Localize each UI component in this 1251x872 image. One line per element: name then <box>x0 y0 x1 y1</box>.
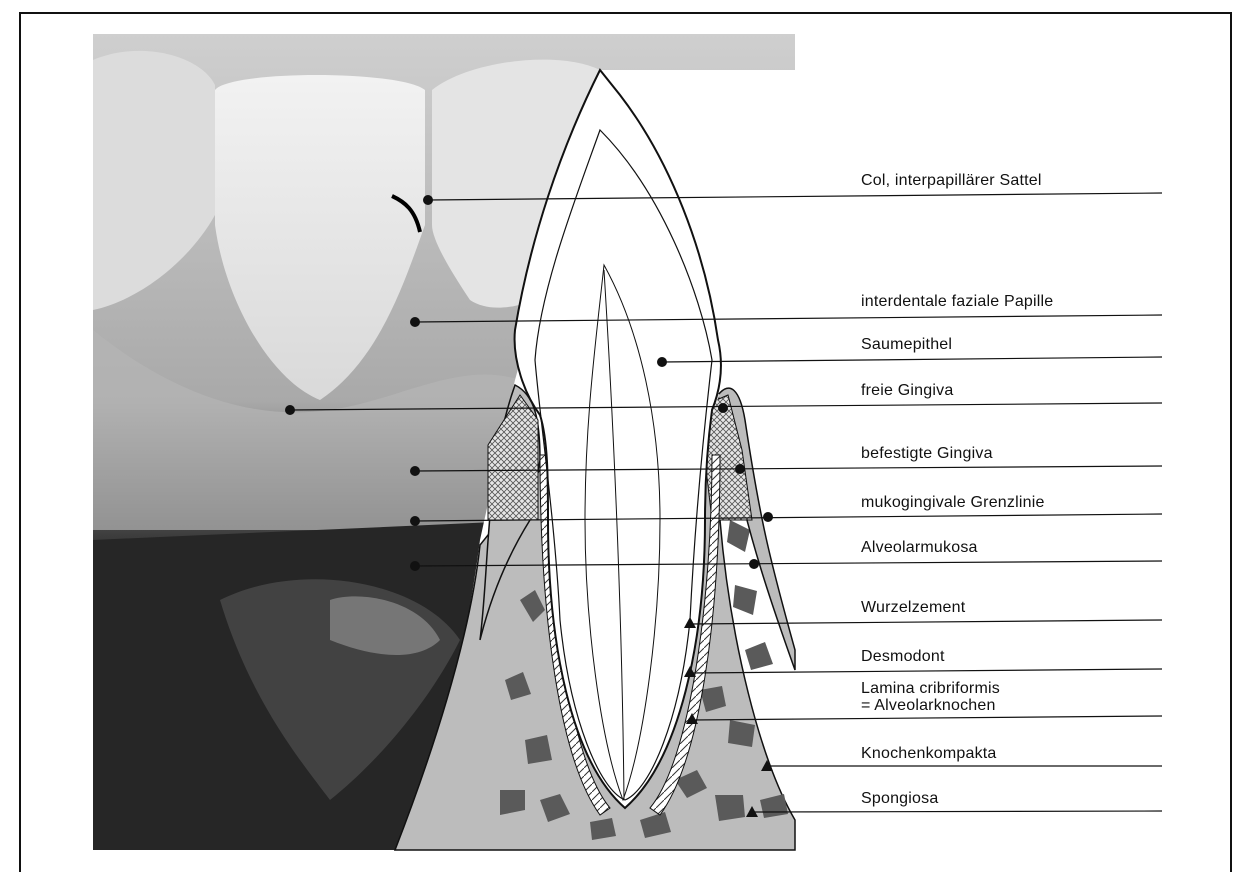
label-lamina-cribriformis: Lamina cribriformis <box>861 680 1000 698</box>
marker-alveolarmukosa <box>410 561 420 571</box>
label-knochenkompakta: Knochenkompakta <box>861 745 997 763</box>
label-mukogingivale-grenzlinie: mukogingivale Grenzlinie <box>861 494 1045 512</box>
marker-mukogingival <box>410 516 420 526</box>
label-col: Col, interpapillärer Sattel <box>861 172 1042 190</box>
marker-papille <box>410 317 420 327</box>
marker-alveolarmukosa-section <box>749 559 759 569</box>
marker-freie-gingiva <box>285 405 295 415</box>
marker-saumepithel <box>657 357 667 367</box>
label-spongiosa: Spongiosa <box>861 790 938 808</box>
marker-col <box>423 195 433 205</box>
label-papille: interdentale faziale Papille <box>861 293 1053 311</box>
label-alveolarknochen: = Alveolarknochen <box>861 697 996 715</box>
marker-freie-gingiva-section <box>718 403 728 413</box>
marker-befestigte-section <box>735 464 745 474</box>
label-saumepithel: Saumepithel <box>861 336 952 354</box>
label-desmodont: Desmodont <box>861 648 945 666</box>
label-freie-gingiva: freie Gingiva <box>861 382 953 400</box>
label-alveolarmukosa: Alveolarmukosa <box>861 539 978 557</box>
marker-befestigte <box>410 466 420 476</box>
label-wurzelzement: Wurzelzement <box>861 599 965 617</box>
label-befestigte-gingiva: befestigte Gingiva <box>861 445 993 463</box>
marker-mukogingival-section <box>763 512 773 522</box>
